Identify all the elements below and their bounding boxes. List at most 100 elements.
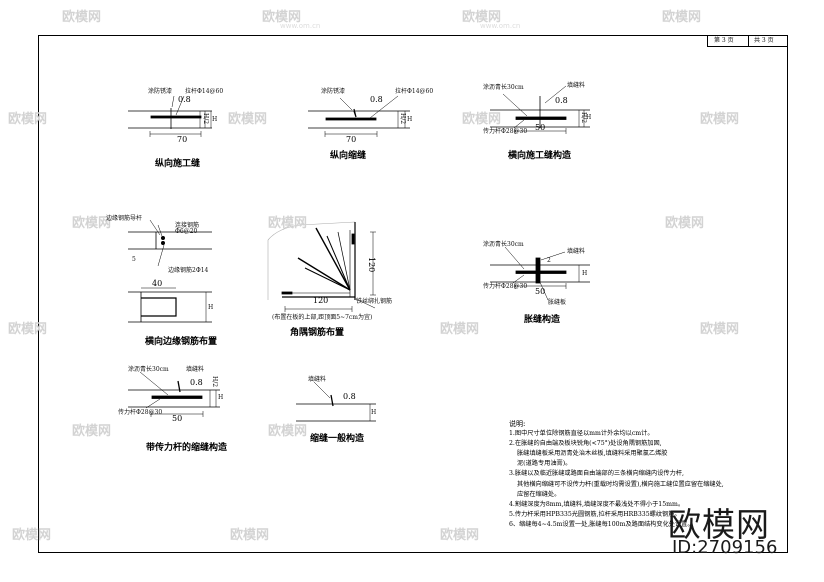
label-wire-binding: 铁丝绑扎钢筋 [356,298,393,305]
watermark-text: 欧模网 [62,10,102,25]
detail-transverse-construction-joint [490,85,590,134]
watermark-text: 欧模网 [268,216,308,231]
label-asphalt-coat: 涂沥青长30cm [483,241,524,248]
dim-half-h: H/2 [211,376,218,388]
watermark-text: 欧模网 [462,10,502,25]
dim-joint-width: 2 [547,257,551,264]
label-dowel-bar: 传力杆Φ28@30 [483,283,528,290]
dim-joint-depth: 0.8 [190,378,203,387]
dim-h: H [208,304,214,311]
label-joint-filler: 填缝料 [186,366,205,373]
detail-transverse-edge-rebar [128,219,212,323]
watermark-text: 欧模网 [72,216,112,231]
note-line: 6、缩缝每4~4.5m设置一处,胀缝每100m及路面结构变化处设置。 [509,520,694,528]
title-corner-rebar: 角隅钢筋布置 [290,328,345,338]
label-joint-filler: 填缝料 [308,376,327,383]
title-general-contraction-joint: 缩缝一般构造 [310,434,365,444]
notes-block: 说明: 1.图中尺寸单位除钢筋直径以mm计外余均以cm计。 2.在胀缝的自由端及… [509,419,804,530]
label-edge-guide-bar: 边缘钢筋导杆 [106,215,143,222]
dim-joint-depth: 0.8 [343,392,356,401]
note-line: 其他横向缩缝可不设传力杆(重载时均需设置),横向施工缝位置应留在缩缝处, [517,480,724,488]
sheet-border [38,35,788,553]
title-longitudinal-contraction-joint: 纵向缩缝 [330,151,367,161]
detail-expansion-joint [490,246,590,301]
dim-h: H [407,116,413,123]
dim-bar-length: 70 [346,135,357,144]
watermark-text: 欧模网 [8,112,48,127]
dim-horizontal: 120 [313,296,329,305]
brand-logo-text: 欧模网 [668,505,770,544]
note-line: 4.割缝深度为8mm,填缝料,填缝深度不最浅处不得小于15mm。 [509,500,685,508]
title-expansion-joint: 胀缝构造 [524,315,561,325]
detail-general-contraction-joint [296,381,376,422]
dim-half-h: H/2 [580,112,587,124]
label-rust-paint: 涂防锈漆 [148,88,173,95]
label-dowel-bar: 传力杆Φ28@30 [118,409,163,416]
dim-h: H [212,116,218,123]
note-line: 胀缝填缝板采用沥青处治木丝板,填缝料采用聚氯乙烯胶 [517,450,668,458]
label-joint-filler: 填缝料 [567,82,586,89]
label-rust-paint: 涂防锈漆 [321,88,346,95]
watermark-text: 欧模网 [228,112,268,127]
title-transverse-edge-rebar: 横向边缘钢筋布置 [145,337,218,347]
dim-joint-depth: 0.8 [178,95,191,104]
detail-longitudinal-construction-joint [128,95,212,137]
page-indicator: 第 3 页 共 3 页 [707,35,788,47]
watermark-text: 欧模网 [440,528,480,543]
notes-heading: 说明: [509,420,526,428]
title-longitudinal-construction-joint: 纵向施工缝 [155,159,201,169]
label-tie-bar: 拉杆Φ14@60 [395,88,434,95]
dim-half-h: H/2 [202,113,209,125]
note-line: 泥(道路专用油膏)。 [517,460,572,468]
label-expansion-board: 胀缝板 [548,299,567,306]
dim-vertical: 120 [367,257,376,273]
watermark-text: 欧模网 [662,10,702,25]
watermark-text: 欧模网 [262,10,302,25]
dim-joint-depth: 0.8 [370,95,383,104]
watermark-url: www.om.cn [280,22,321,30]
watermark-text: 欧模网 [700,322,740,337]
dim-offset: 40 [152,279,163,288]
watermark-text: 欧模网 [12,528,52,543]
note-line: 2.在胀缝的自由端及板块锐角(<75°)处设角隅钢筋加固, [509,440,662,448]
dim-cover: 5 [132,256,136,263]
note-line: 5.传力杆采用HPB335光圆钢筋,拉杆采用HRB335螺纹钢筋。 [509,510,681,518]
label-tie-bar: 拉杆Φ14@60 [185,88,224,95]
dim-bar-length: 70 [177,135,188,144]
dim-bar-length: 50 [172,414,183,423]
note-line: 应留在缩缝处。 [517,490,561,498]
dim-half-h: H/2 [399,113,406,125]
watermark-text: 欧模网 [700,112,740,127]
note-line: 3.胀缝以及临近胀缝或路面自由端部的三条横向缩缝内设传力杆, [509,470,684,478]
watermark-text: 欧模网 [268,424,308,439]
label-connecting-bar: 连接钢筋 [175,222,200,229]
dim-h: H [371,409,377,416]
page-total: 共 3 页 [754,37,774,44]
label-rebar-spacing: Φ6@20 [175,228,198,235]
page-current: 第 3 页 [714,37,734,44]
dim-h: H [582,270,588,277]
label-asphalt-coat: 涂沥青长30cm [128,366,169,373]
brand-id: ID:2709156 [672,537,778,558]
dim-bar-length: 50 [535,287,546,296]
detail-corner-rebar [267,221,376,312]
detail-dowel-contraction-joint [128,371,220,417]
dim-h: H [586,114,592,121]
watermark-text: 欧模网 [72,424,112,439]
watermark-text: 欧模网 [8,322,48,337]
note-line: 1.图中尺寸单位除钢筋直径以mm计外余均以cm计。 [509,430,654,438]
label-placement-note: (布置在板的上部,距顶面5~7cm为宜) [272,314,373,321]
watermark-text: 欧模网 [440,322,480,337]
label-edge-bar: 边缘钢筋2Φ14 [168,267,209,274]
watermark-text: 欧模网 [462,112,502,127]
dim-joint-depth: 0.8 [555,96,568,105]
dim-h: H [218,394,224,401]
label-asphalt-coat: 涂沥青长30cm [483,84,524,91]
watermark-text: 欧模网 [665,216,705,231]
label-dowel-bar: 传力杆Φ28@30 [483,128,528,135]
watermark-url: www.om.cn [480,22,521,30]
title-transverse-construction-joint: 横向施工缝构造 [508,151,572,161]
detail-longitudinal-contraction-joint [308,95,410,137]
title-dowel-contraction-joint: 带传力杆的缩缝构造 [146,443,228,453]
